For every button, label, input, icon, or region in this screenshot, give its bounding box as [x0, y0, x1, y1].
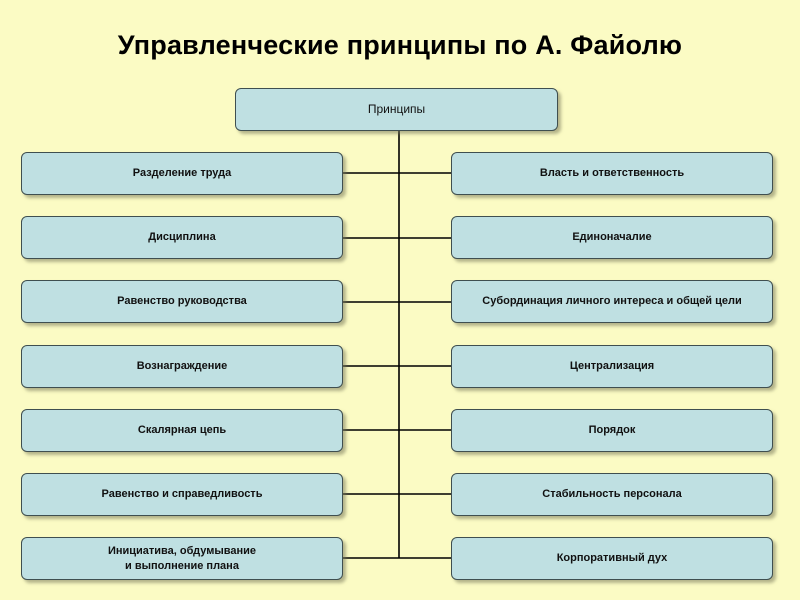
- principle-label: Порядок: [588, 424, 636, 437]
- principle-label: Централизация: [569, 360, 655, 373]
- principle-label: Корпоративный дух: [556, 552, 668, 565]
- principle-scalar-chain: Скалярная цепь: [21, 409, 343, 452]
- principle-unity-of-command: Единоначалие: [451, 216, 773, 259]
- principle-authority-responsibility: Власть и ответственность: [451, 152, 773, 195]
- principle-label: Скалярная цепь: [137, 424, 227, 437]
- principle-equity: Равенство и справедливость: [21, 473, 343, 516]
- principle-stability-of-personnel: Стабильность персонала: [451, 473, 773, 516]
- root-node-label: Принципы: [367, 102, 426, 117]
- principle-label: Вознаграждение: [136, 360, 228, 373]
- principle-order: Порядок: [451, 409, 773, 452]
- principle-label: Инициатива, обдумывание и выполнение пла…: [107, 544, 257, 572]
- principle-label: Равенство и справедливость: [101, 488, 263, 501]
- principle-esprit-de-corps: Корпоративный дух: [451, 537, 773, 580]
- principle-unity-of-direction: Равенство руководства: [21, 280, 343, 323]
- root-node-principles: Принципы: [235, 88, 558, 131]
- principle-label: Дисциплина: [148, 231, 216, 244]
- principle-discipline: Дисциплина: [21, 216, 343, 259]
- principle-label: Разделение труда: [132, 167, 232, 180]
- page-title: Управленческие принципы по А. Файолю: [117, 30, 683, 60]
- principle-label: Равенство руководства: [117, 295, 247, 308]
- principle-label: Стабильность персонала: [542, 488, 682, 501]
- principle-remuneration: Вознаграждение: [21, 345, 343, 388]
- principle-label: Единоначалие: [572, 231, 652, 244]
- principle-division-of-labor: Разделение труда: [21, 152, 343, 195]
- principle-label: Власть и ответственность: [539, 167, 685, 180]
- principle-subordination-of-interest: Субординация личного интереса и общей це…: [451, 280, 773, 323]
- principle-initiative: Инициатива, обдумывание и выполнение пла…: [21, 537, 343, 580]
- principle-label: Субординация личного интереса и общей це…: [482, 295, 742, 308]
- principle-centralization: Централизация: [451, 345, 773, 388]
